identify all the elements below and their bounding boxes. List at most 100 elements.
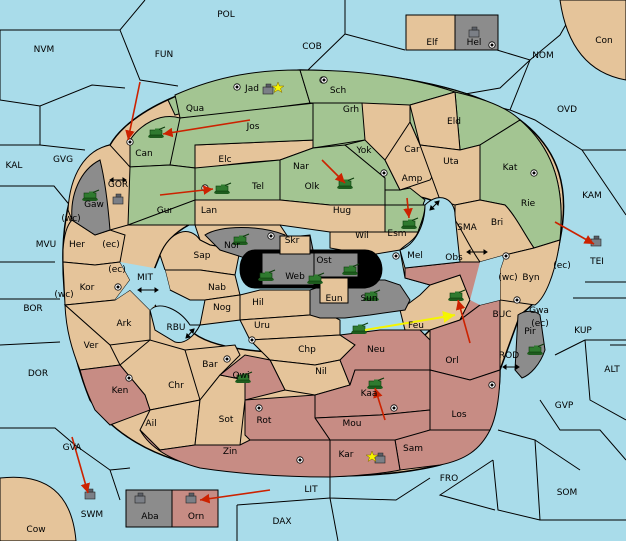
label-amp: Amp [402,174,423,184]
label-ec_north: (ec) [108,265,126,275]
label-tei: TEI [589,257,604,267]
label-lan: Lan [201,206,217,216]
label-sam: Sam [403,444,423,454]
label-sun: Sun [360,294,377,304]
label-mvu: MVU [36,240,57,250]
label-car: Car [404,145,420,155]
label-nog: Nog [213,303,231,313]
label-mou: Mou [343,419,362,429]
label-buc: BUC [492,310,511,320]
label-kar: Kar [339,450,354,460]
label-chr: Chr [168,381,184,391]
label-bar: Bar [202,360,218,370]
label-kaa: Kaa [361,389,378,399]
label-sot: Sot [219,415,234,425]
province-elf [405,14,456,51]
label-qwi: Qwi [233,371,250,381]
province-skr [279,235,311,255]
label-gvg: GVG [53,155,73,165]
label-rie: Rie [521,199,536,209]
label-rod: ROD [499,351,519,361]
label-kat: Kat [503,163,518,173]
label-fro: FRO [440,474,459,484]
label-hug: Hug [333,206,351,216]
label-ec_se: (ec) [531,319,549,329]
label-pir: Pir [524,327,536,337]
label-nil: Nil [315,367,327,377]
label-tel: Tel [251,182,264,192]
label-kup: KUP [574,326,592,336]
label-eld: Eld [447,117,461,127]
label-zin: Zin [223,447,237,457]
label-grh: Grh [343,105,359,115]
label-gaw: Gaw [84,200,104,210]
label-olk: Olk [305,182,321,192]
west-provinces [62,144,471,451]
label-feu: Feu [408,321,424,331]
label-yok: Yok [355,146,372,156]
sea-rbu [149,305,201,344]
label-bri: Bri [491,218,503,228]
label-rbu: RBU [166,323,185,333]
label-gwa: Gwa [529,306,549,316]
label-uru: Uru [254,321,270,331]
label-uta: Uta [443,157,459,167]
label-can: Can [135,149,153,159]
label-gvp: GVP [555,401,574,411]
label-kal: KAL [6,161,23,171]
sea-sma [399,197,461,269]
label-qua: Qua [186,104,204,114]
label-neu: Neu [367,345,385,355]
label-sch: Sch [330,86,346,96]
label-sma: SMA [457,223,477,233]
label-ken: Ken [112,386,129,396]
label-wil: Wil [355,231,369,241]
label-eun: Eun [325,294,342,304]
label-fun: FUN [155,50,174,60]
label-esm: Esm [387,229,406,239]
label-jad: Jad [244,84,259,94]
label-mit: MIT [137,273,153,283]
label-gor: GOR [108,180,128,190]
label-byn: Byn [522,273,539,283]
label-skr: Skr [285,236,300,246]
label-orn: Orn [188,512,204,522]
label-gur: Gur [157,206,174,216]
label-kor: Kor [80,283,95,293]
label-nom: NOM [532,51,554,61]
label-ovd: OVD [557,105,577,115]
label-nab: Nab [208,283,226,293]
label-con: Con [595,36,613,46]
label-sap: Sap [194,251,211,261]
home-stars [271,81,379,463]
label-nor: Nor [224,241,240,251]
sea-buc [470,255,505,305]
label-kam: KAM [582,191,602,201]
support-order-line [364,311,456,331]
label-cob: COB [302,42,322,52]
label-ost: Ost [316,256,332,266]
sea-connections [109,177,520,370]
label-som: SOM [557,488,578,498]
label-wc_east: (wc) [498,273,517,283]
label-aba: Aba [141,512,158,522]
label-ail: Ail [145,419,156,429]
label-rot: Rot [257,416,272,426]
green-provinces [127,69,562,249]
order-arrows [71,81,595,504]
label-web: Web [285,272,305,282]
label-dax: DAX [272,517,291,527]
label-orl: Orl [445,356,458,366]
label-wc_sw: (wc) [54,290,73,300]
label-obs: Obs [445,253,463,263]
label-swm: SWM [81,510,103,520]
label-jos: Jos [246,122,260,132]
label-ec_east: (ec) [553,261,571,271]
label-nar: Nar [293,162,309,172]
province-eun [319,277,349,304]
label-bor: BOR [23,304,42,314]
label-lit: LIT [304,485,318,495]
label-her: Her [69,240,85,250]
